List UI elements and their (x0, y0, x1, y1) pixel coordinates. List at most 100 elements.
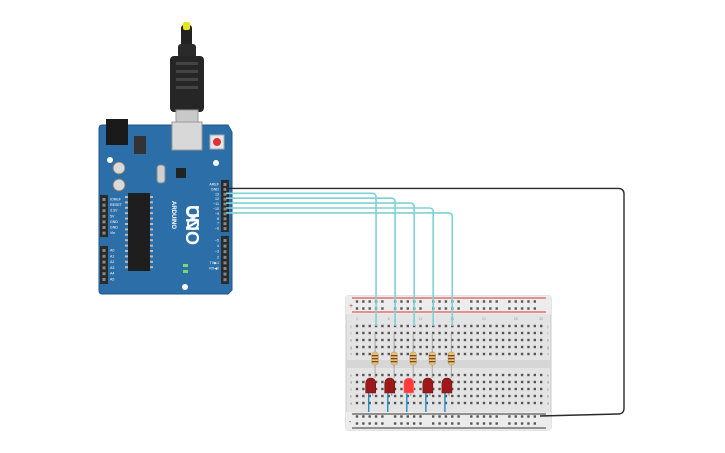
hole[interactable] (476, 352, 479, 356)
hole[interactable] (355, 401, 359, 405)
hole[interactable] (508, 394, 511, 398)
hole[interactable] (406, 352, 409, 356)
rail-hole[interactable] (451, 415, 454, 418)
hole[interactable] (489, 331, 492, 335)
hole[interactable] (419, 324, 422, 328)
hole[interactable] (374, 373, 378, 377)
header-pin[interactable] (102, 278, 106, 281)
hole[interactable] (489, 387, 492, 391)
rail-hole[interactable] (355, 415, 359, 418)
hole[interactable] (514, 345, 517, 349)
hole[interactable] (457, 345, 460, 349)
rail-hole[interactable] (520, 300, 524, 303)
hole[interactable] (400, 345, 403, 349)
hole[interactable] (432, 345, 435, 349)
hole[interactable] (444, 345, 448, 349)
hole[interactable] (489, 394, 492, 398)
header-pin[interactable] (223, 187, 227, 191)
rail-hole[interactable] (520, 415, 524, 418)
hole[interactable] (476, 380, 479, 384)
hole[interactable] (432, 331, 435, 335)
hole[interactable] (438, 380, 441, 384)
resistors[interactable] (371, 333, 455, 378)
hole[interactable] (387, 345, 390, 349)
hole[interactable] (489, 373, 492, 377)
hole[interactable] (425, 345, 429, 349)
rail-hole[interactable] (444, 415, 448, 418)
hole[interactable] (457, 324, 460, 328)
hole[interactable] (527, 338, 530, 342)
hole[interactable] (508, 331, 511, 335)
led[interactable] (403, 377, 415, 394)
header-pin[interactable] (223, 207, 227, 211)
hole[interactable] (476, 394, 479, 398)
hole[interactable] (514, 401, 517, 405)
hole[interactable] (438, 331, 441, 335)
hole[interactable] (444, 401, 448, 405)
header-pin[interactable] (102, 260, 106, 264)
hole[interactable] (362, 401, 365, 405)
hole[interactable] (432, 401, 435, 405)
rail-hole[interactable] (457, 307, 460, 310)
header-pin[interactable] (223, 250, 227, 254)
hole[interactable] (451, 387, 454, 391)
rail-hole[interactable] (476, 422, 479, 425)
rail-hole[interactable] (406, 307, 409, 310)
hole[interactable] (438, 324, 441, 328)
hole[interactable] (457, 373, 460, 377)
header-pin[interactable] (102, 272, 106, 276)
hole[interactable] (419, 331, 422, 335)
hole[interactable] (508, 401, 511, 405)
hole[interactable] (400, 324, 403, 328)
hole[interactable] (374, 401, 378, 405)
rail-hole[interactable] (419, 307, 422, 310)
hole[interactable] (381, 338, 384, 342)
rail-hole[interactable] (438, 300, 441, 303)
hole[interactable] (432, 380, 435, 384)
hole[interactable] (374, 394, 378, 398)
rail-hole[interactable] (419, 300, 422, 303)
hole[interactable] (362, 331, 365, 335)
hole[interactable] (520, 380, 524, 384)
hole[interactable] (527, 387, 530, 391)
hole[interactable] (400, 380, 403, 384)
header-pin[interactable] (223, 227, 227, 231)
header-pin[interactable] (223, 197, 227, 201)
hole[interactable] (419, 338, 422, 342)
hole[interactable] (419, 373, 422, 377)
hole[interactable] (476, 345, 479, 349)
rail-hole[interactable] (489, 307, 492, 310)
hole[interactable] (495, 331, 498, 335)
hole[interactable] (432, 338, 435, 342)
hole[interactable] (533, 345, 536, 349)
hole[interactable] (495, 345, 498, 349)
hole[interactable] (355, 380, 359, 384)
rail-hole[interactable] (444, 300, 448, 303)
rail-hole[interactable] (514, 422, 517, 425)
hole[interactable] (482, 352, 486, 356)
rail-hole[interactable] (527, 300, 530, 303)
signal-wire[interactable] (226, 207, 434, 326)
rail-hole[interactable] (419, 422, 422, 425)
rail-hole[interactable] (355, 422, 359, 425)
hole[interactable] (539, 324, 543, 328)
header-pin[interactable] (102, 220, 106, 224)
hole[interactable] (400, 352, 403, 356)
header-pin[interactable] (223, 217, 227, 221)
hole[interactable] (501, 352, 505, 356)
hole[interactable] (381, 387, 384, 391)
rail-hole[interactable] (489, 415, 492, 418)
hole[interactable] (470, 401, 473, 405)
hole[interactable] (470, 380, 473, 384)
rail-hole[interactable] (374, 415, 378, 418)
header-pin[interactable] (223, 183, 227, 186)
led[interactable] (441, 377, 453, 394)
hole[interactable] (482, 345, 486, 349)
hole[interactable] (470, 338, 473, 342)
header-pin[interactable] (223, 255, 227, 259)
hole[interactable] (444, 373, 448, 377)
rail-hole[interactable] (444, 422, 448, 425)
rail-hole[interactable] (482, 415, 486, 418)
rail-hole[interactable] (520, 307, 524, 310)
rail-hole[interactable] (533, 422, 536, 425)
